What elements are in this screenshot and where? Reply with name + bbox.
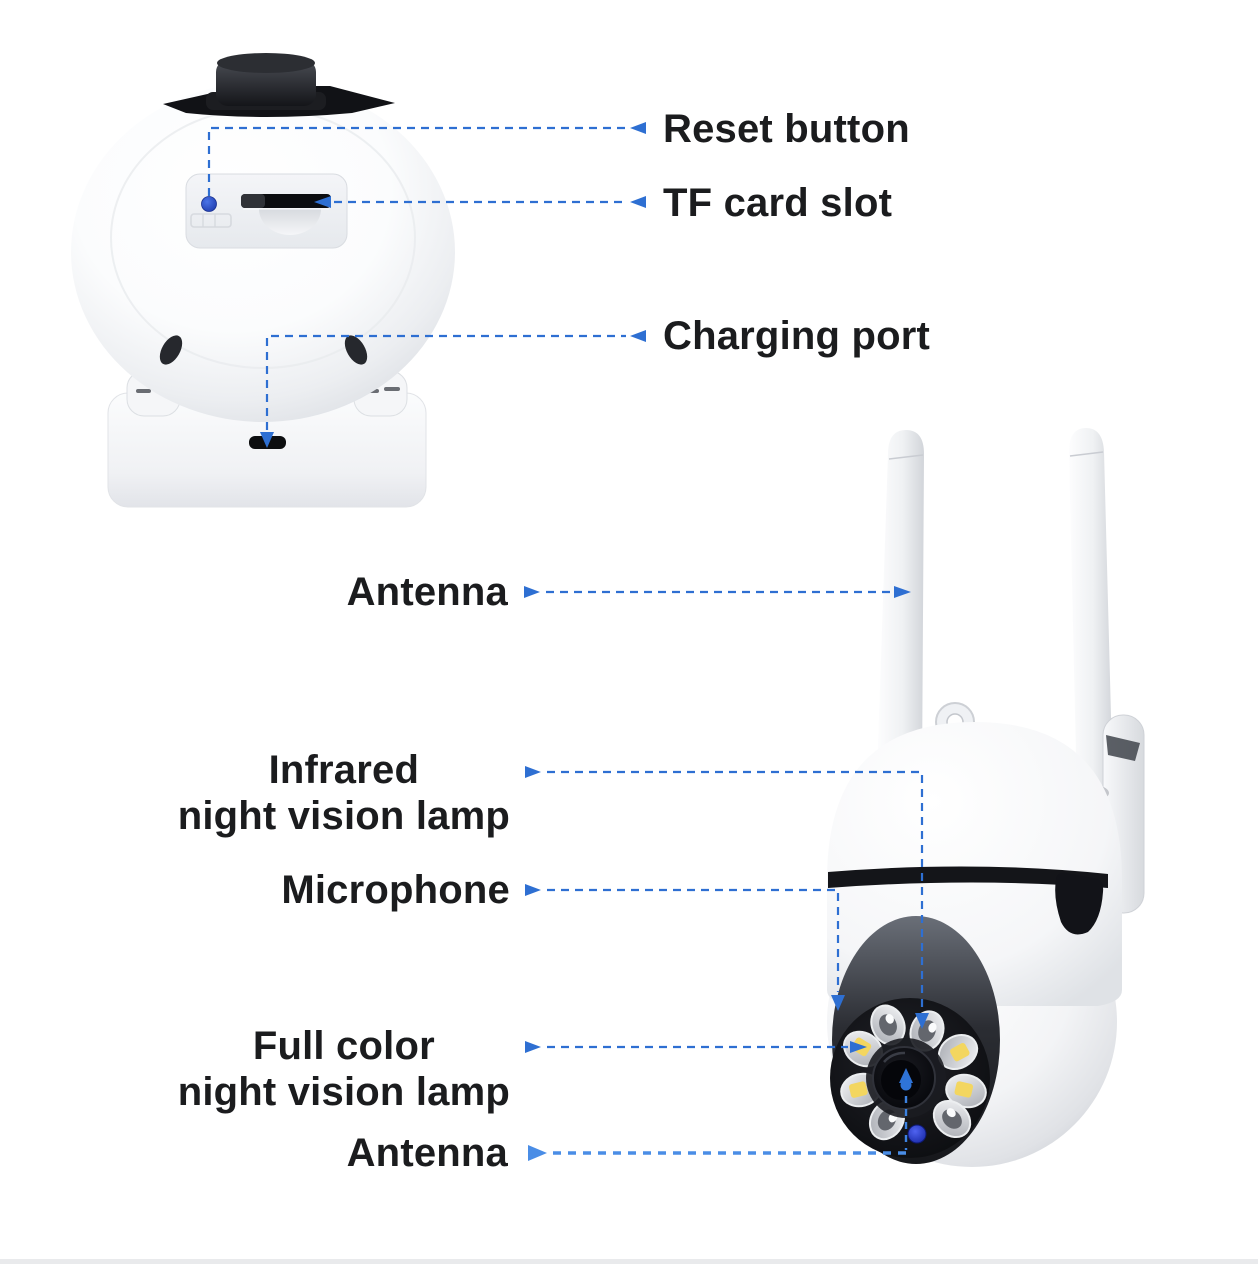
label-charging-port: Charging port bbox=[663, 313, 930, 359]
label-full-color-night-vision-lamp: Full color night vision lamp bbox=[178, 1023, 510, 1115]
leader-charging-port bbox=[260, 330, 646, 448]
infrared-led bbox=[932, 1099, 972, 1139]
label-text: Antenna bbox=[346, 1131, 508, 1175]
leader-antenna-top bbox=[524, 586, 911, 598]
infrared-led bbox=[870, 1004, 906, 1046]
screw-hole-left bbox=[159, 335, 183, 365]
leader-reset-button bbox=[207, 122, 646, 196]
leader-infrared-lamp bbox=[525, 766, 929, 1029]
leader-microphone bbox=[525, 884, 845, 1011]
antenna-right bbox=[1069, 428, 1113, 798]
label-text-line2: night vision lamp bbox=[177, 794, 510, 838]
leader-full-color-lamp bbox=[525, 1041, 867, 1053]
label-text: Antenna bbox=[346, 570, 508, 614]
label-antenna-bottom: Antenna bbox=[347, 1130, 508, 1176]
label-microphone: Microphone bbox=[281, 867, 510, 913]
label-tf-card-slot: TF card slot bbox=[663, 180, 892, 226]
label-reset-button: Reset button bbox=[663, 106, 910, 152]
screw-hole-right bbox=[344, 335, 368, 365]
speaker-slot bbox=[1055, 872, 1104, 935]
top-knob bbox=[206, 53, 326, 110]
label-text: TF card slot bbox=[663, 181, 893, 225]
embossed-mark bbox=[190, 213, 232, 228]
camera-body-sphere bbox=[71, 82, 455, 422]
label-infrared-night-vision-lamp: Infrared night vision lamp bbox=[178, 747, 510, 839]
front-black-stripe bbox=[828, 866, 1108, 888]
page-bottom-edge bbox=[0, 1259, 1258, 1264]
label-text-line2: night vision lamp bbox=[177, 1070, 510, 1114]
label-text: Charging port bbox=[663, 314, 931, 358]
card-finger-recess bbox=[259, 209, 321, 235]
back-view-illustration bbox=[71, 53, 455, 508]
label-text: Microphone bbox=[281, 868, 510, 912]
status-led bbox=[907, 1124, 927, 1144]
label-text-line1: Full color bbox=[252, 1024, 435, 1068]
antenna-left bbox=[877, 430, 924, 775]
leader-lines bbox=[207, 122, 929, 1161]
front-view-illustration bbox=[827, 428, 1145, 1167]
label-antenna-top: Antenna bbox=[347, 569, 508, 615]
leader-tf-card-slot bbox=[314, 196, 646, 208]
reset-button-dot bbox=[201, 196, 217, 212]
label-text-line1: Infrared bbox=[268, 748, 420, 792]
tf-card-slot-opening bbox=[241, 194, 331, 210]
label-text: Reset button bbox=[663, 107, 910, 151]
leader-antenna-bottom bbox=[528, 1068, 913, 1161]
